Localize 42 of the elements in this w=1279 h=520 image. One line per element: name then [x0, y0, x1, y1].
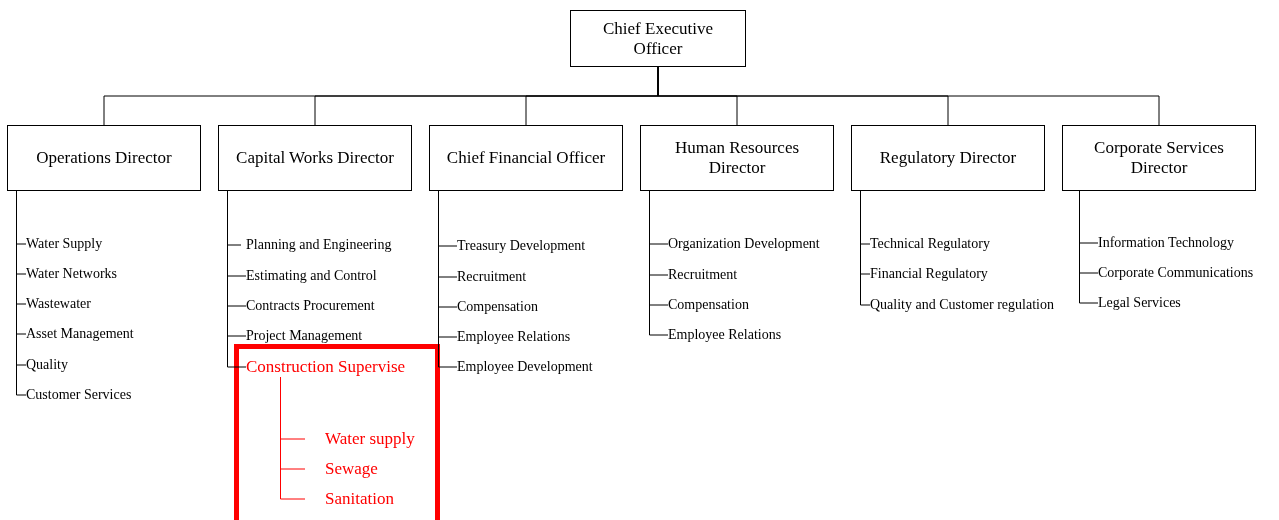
role-box: Chief Financial Officer: [429, 125, 623, 191]
unit-label: Quality: [26, 356, 68, 374]
role-box: Human Resources Director: [640, 125, 834, 191]
unit-label: Treasury Development: [457, 237, 586, 255]
role-box: Corporate Services Director: [1062, 125, 1256, 191]
unit-label: Corporate Communications: [1098, 264, 1254, 282]
unit-label: Water Networks: [26, 265, 117, 283]
unit-label: Water Supply: [26, 235, 103, 253]
unit-label: Planning and Engineering: [246, 236, 392, 254]
connector-line: [280, 376, 306, 500]
unit-label: Asset Management: [26, 325, 134, 343]
unit-label: Organization Development: [668, 235, 820, 253]
connector-line: [860, 190, 871, 306]
unit-label: Water supply: [325, 429, 415, 449]
unit-label: Sanitation: [325, 489, 394, 509]
unit-label: Compensation: [668, 296, 749, 314]
role-box: Operations Director: [7, 125, 201, 191]
unit-label: Contracts Procurement: [246, 297, 375, 315]
connector-line: [227, 190, 247, 368]
role-box: Capital Works Director: [218, 125, 412, 191]
unit-label: Construction Supervise: [246, 357, 406, 377]
unit-label: Compensation: [457, 298, 538, 316]
unit-label: Wastewater: [26, 295, 91, 313]
unit-label: Employee Relations: [457, 328, 571, 346]
unit-label: Information Technology: [1098, 234, 1234, 252]
unit-label: Employee Development: [457, 358, 593, 376]
role-box: Chief Executive Officer: [570, 10, 746, 67]
connector-line: [1079, 190, 1099, 304]
connector-line: [649, 190, 669, 336]
unit-label: Financial Regulatory: [870, 265, 988, 283]
unit-label: Customer Services: [26, 386, 132, 404]
unit-label: Recruitment: [457, 268, 527, 286]
unit-label: Recruitment: [668, 266, 738, 284]
unit-label: Estimating and Control: [246, 267, 377, 285]
unit-label: Technical Regulatory: [870, 235, 990, 253]
unit-label: Employee Relations: [668, 326, 782, 344]
unit-label: Legal Services: [1098, 294, 1181, 312]
role-box: Regulatory Director: [851, 125, 1045, 191]
unit-label: Project Management: [246, 327, 363, 345]
unit-label: Quality and Customer regulation: [870, 296, 1054, 314]
connector-line: [438, 190, 458, 368]
unit-label: Sewage: [325, 459, 378, 479]
